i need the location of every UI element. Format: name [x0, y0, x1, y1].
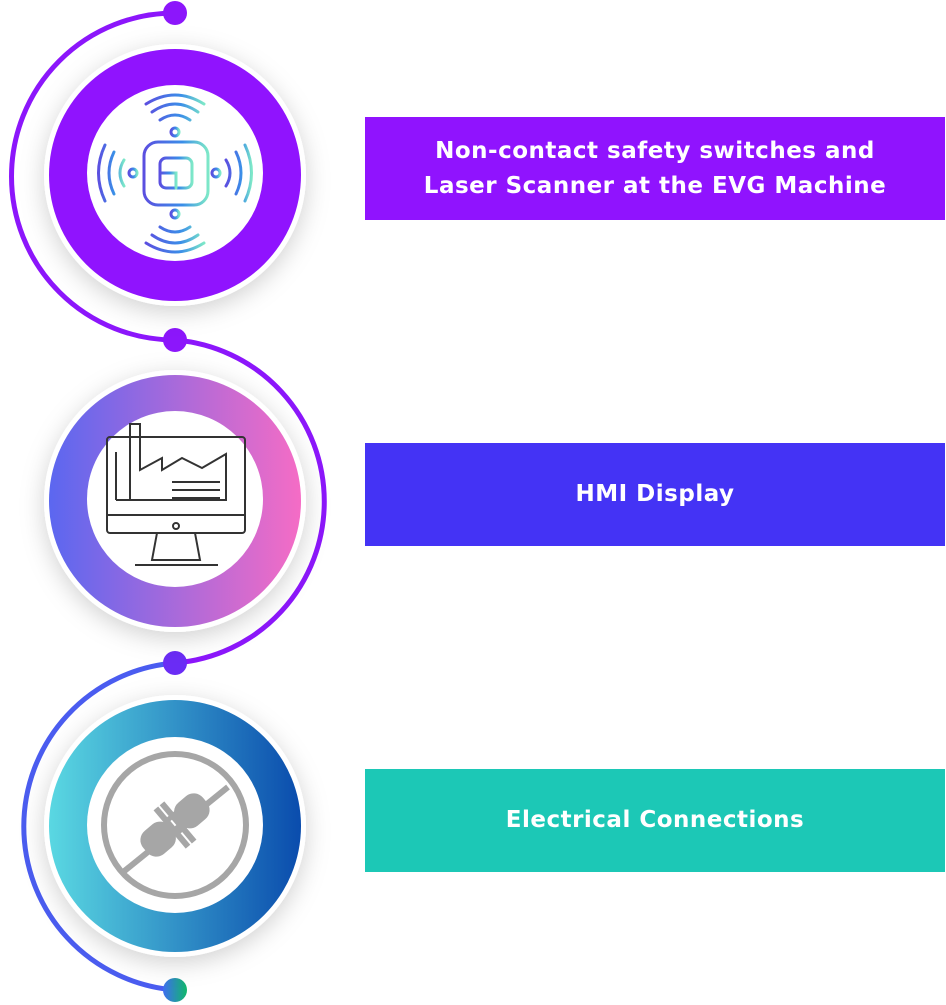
connector-arc-2 — [174, 337, 327, 666]
step-1-label-box: Non-contact safety switches and Laser Sc… — [365, 117, 945, 220]
step-2-label: HMI Display — [575, 481, 735, 507]
step-3-label: Electrical Connections — [505, 807, 805, 833]
step-2-label-box: HMI Display — [365, 443, 945, 546]
connector-dot — [163, 651, 187, 675]
connector-arc-1 — [9, 10, 176, 343]
step-3-circle — [44, 695, 306, 957]
wireless-sensor-icon — [97, 93, 253, 254]
connector-dot — [163, 328, 187, 352]
step-1-circle — [44, 44, 306, 306]
step-3-label-box: Electrical Connections — [365, 769, 945, 872]
unplugged-icon — [101, 751, 249, 899]
step-2-circle — [44, 370, 306, 632]
connector-arc-3 — [21, 660, 176, 993]
step-1-label: Non-contact safety switches and Laser Sc… — [423, 137, 887, 199]
connector-dot — [163, 1, 187, 25]
monitor-factory-icon — [106, 423, 246, 566]
connector-dot — [163, 978, 187, 1002]
